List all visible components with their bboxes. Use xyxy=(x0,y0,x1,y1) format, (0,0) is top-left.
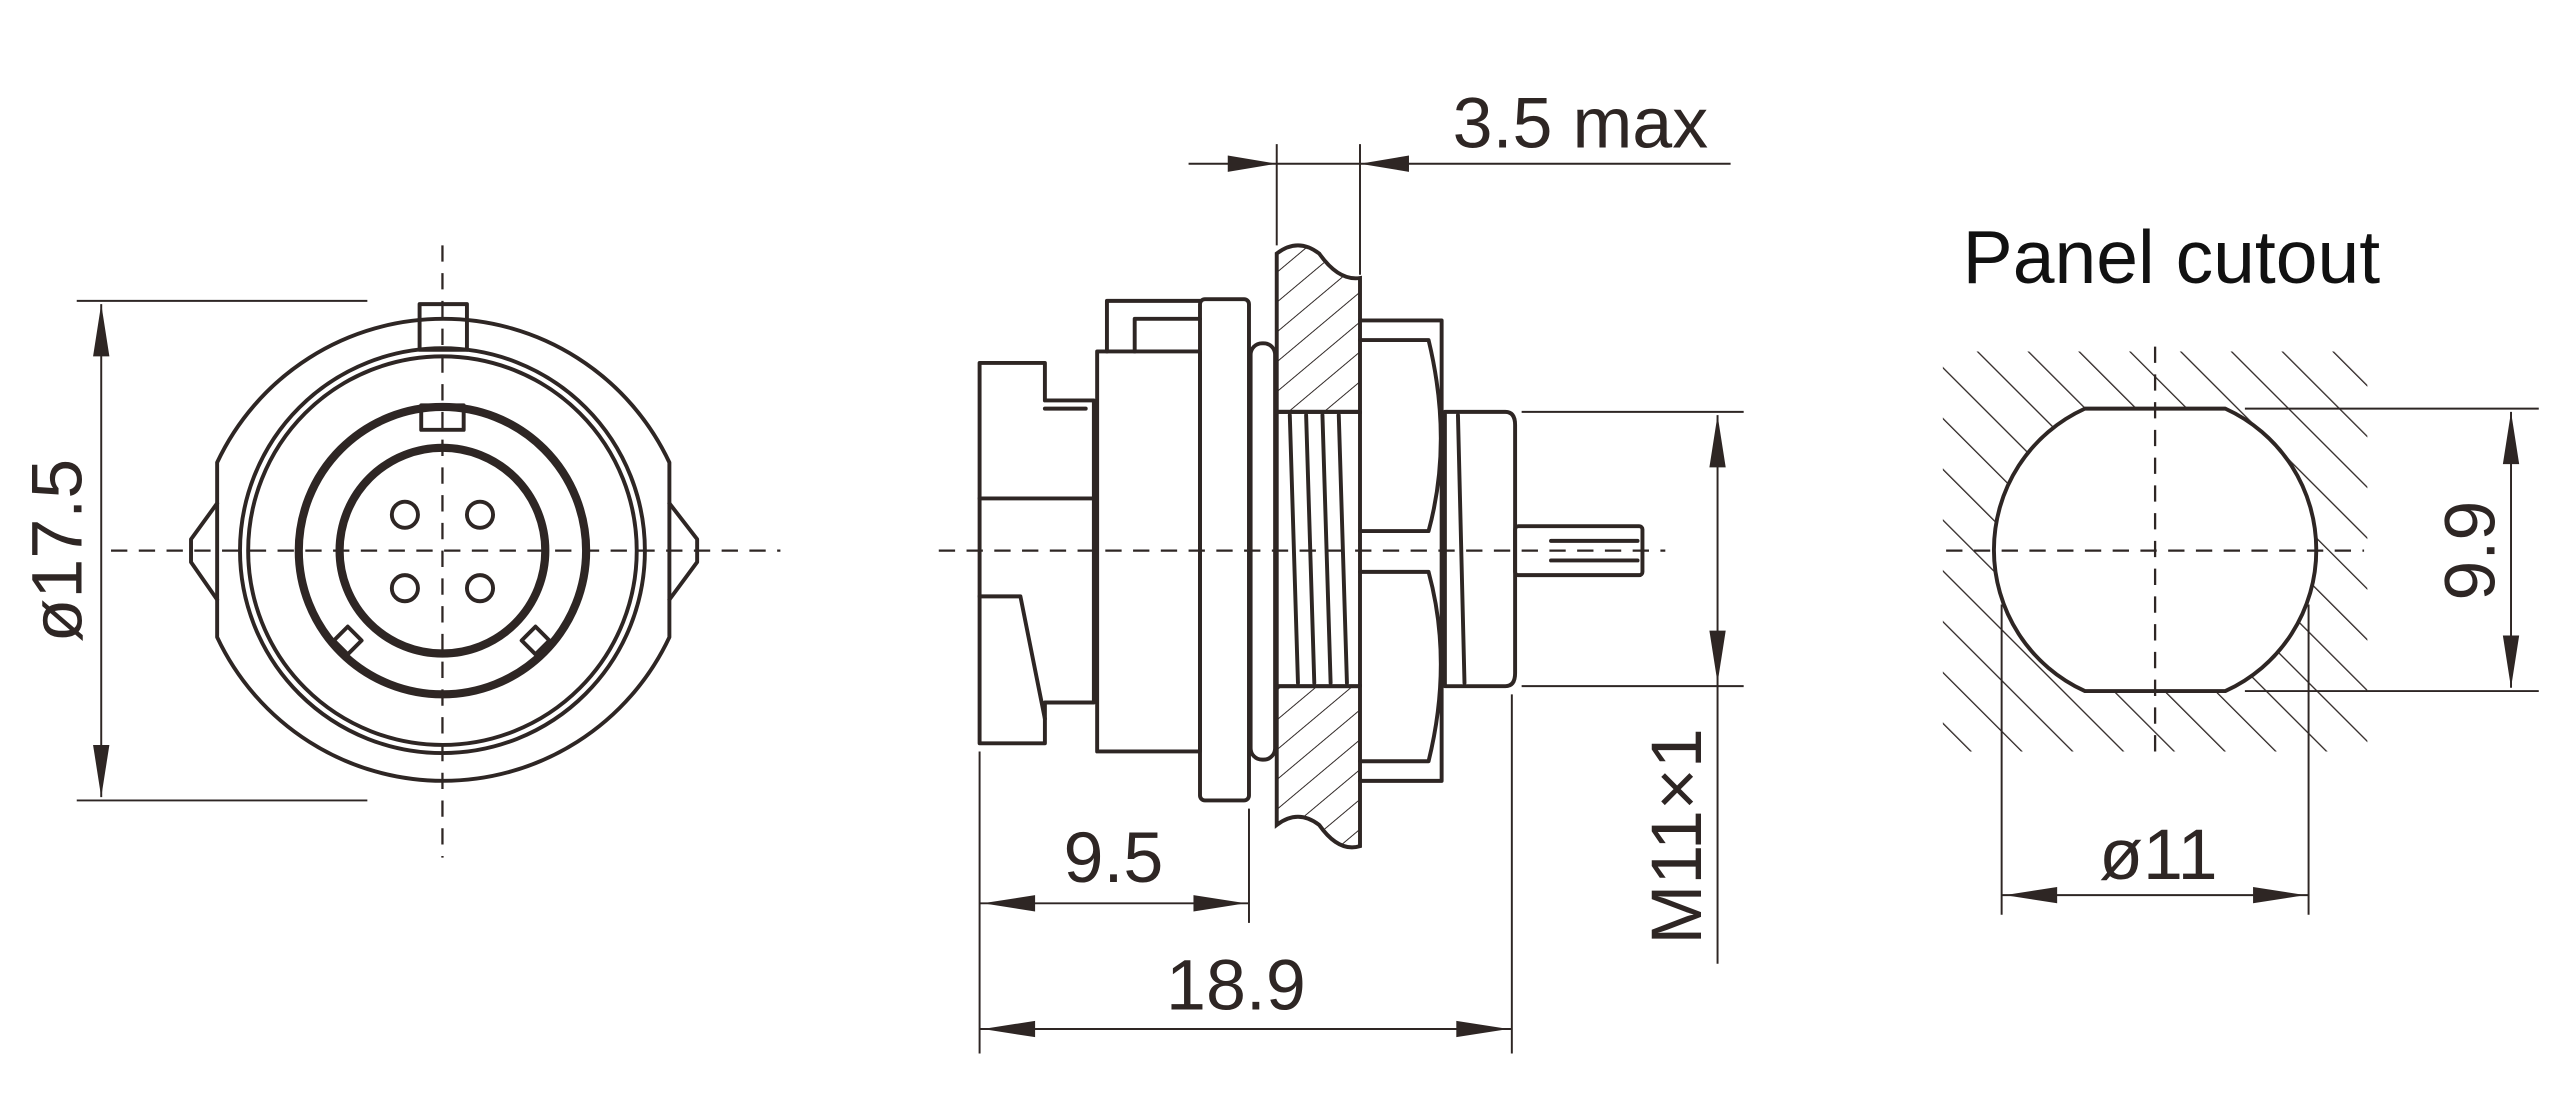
panel-cutout-title: Panel cutout xyxy=(1963,215,2381,299)
right-ear xyxy=(667,501,700,602)
rear-length-dimension: 9.5 xyxy=(978,751,1250,1054)
outer-shell xyxy=(215,316,672,783)
pin-2 xyxy=(464,499,496,530)
cutout-diameter-dimension: ø11 xyxy=(2000,604,2310,915)
contact-face xyxy=(335,443,550,658)
side-view: 3.5 max 9.5 18.9 M11×1 xyxy=(938,83,1744,1054)
coupling-ring-inner xyxy=(246,354,639,747)
left-ear xyxy=(189,501,220,602)
front-view: ø17.5 xyxy=(18,245,781,858)
panel-cutout: Panel cutout 9.9 ø11 xyxy=(1942,215,2539,915)
o-ring xyxy=(1248,341,1278,762)
cutout-outline xyxy=(1992,406,2319,694)
thread-lines xyxy=(1287,413,1349,685)
total-length-dimension: 18.9 xyxy=(979,694,1513,1054)
diameter-dimension: ø17.5 xyxy=(18,299,368,802)
panel-section xyxy=(1274,243,1362,850)
coupling-ring-outer xyxy=(238,346,647,756)
pin-3 xyxy=(389,573,420,604)
thread-label: M11×1 xyxy=(1637,728,1717,944)
thread-dimension: M11×1 xyxy=(1521,410,1744,964)
panel-thickness-label: 3.5 max xyxy=(1453,83,1709,163)
contact-pins xyxy=(389,499,496,604)
pin-1 xyxy=(389,499,420,530)
contact-pin xyxy=(1513,524,1645,578)
panel-thickness-dimension: 3.5 max xyxy=(1188,83,1731,275)
front-body xyxy=(1442,409,1518,689)
cutout-diameter-label: ø11 xyxy=(2099,815,2217,895)
hex-nut xyxy=(1358,318,1444,783)
body-step xyxy=(1104,298,1202,354)
panel-hatch xyxy=(1942,351,2368,752)
diameter-label: ø17.5 xyxy=(18,459,98,643)
pin-4 xyxy=(464,573,496,604)
latch-right xyxy=(519,624,552,657)
rear-length-label: 9.5 xyxy=(1064,818,1164,898)
flat-width-label: 9.9 xyxy=(2431,501,2511,601)
total-length-label: 18.9 xyxy=(1166,945,1306,1025)
flat-width-dimension: 9.9 xyxy=(2244,407,2539,693)
key-notch xyxy=(419,403,466,432)
rear-clamp xyxy=(977,360,1096,746)
latch-left xyxy=(331,624,364,657)
clamp-latch xyxy=(977,594,1047,721)
